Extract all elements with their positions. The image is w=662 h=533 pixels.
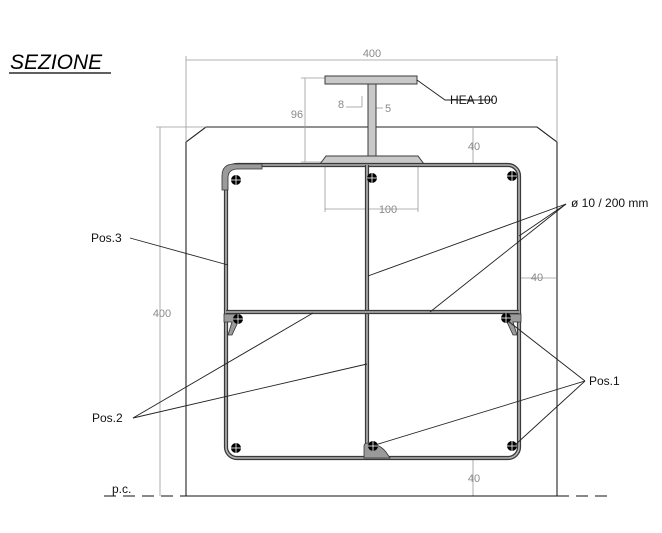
base-plate bbox=[319, 155, 425, 165]
hook-top-left bbox=[221, 163, 263, 191]
dim-cover-side-text: 40 bbox=[531, 272, 543, 284]
bar-dot bbox=[368, 441, 378, 451]
pos1-label: Pos.1 bbox=[589, 374, 620, 388]
drawing-title: SEZIONE bbox=[10, 51, 103, 74]
bar-dot bbox=[507, 441, 517, 451]
dim-web-text: 8 bbox=[338, 99, 344, 111]
hea-profile bbox=[319, 75, 425, 165]
bar-dot bbox=[367, 173, 377, 183]
hea-top-flange bbox=[324, 75, 418, 85]
dim-flange-text: 5 bbox=[385, 103, 391, 115]
dimension-overall-height: 400 bbox=[153, 126, 206, 496]
spacing-callout: ø 10 / 200 mm bbox=[367, 196, 648, 313]
dimension-plate-width: 100 bbox=[324, 165, 419, 216]
dimension-overall-width: 400 bbox=[185, 48, 558, 142]
dim-overall-width-text: 400 bbox=[363, 48, 381, 60]
pos3-callout: Pos.3 bbox=[91, 231, 229, 266]
dimension-cover-bottom: 40 bbox=[468, 460, 480, 496]
dimension-cover-top: 40 bbox=[468, 127, 480, 165]
dim-plate-width-text: 100 bbox=[379, 204, 397, 216]
dim-cover-bottom-text: 40 bbox=[468, 473, 480, 485]
bar-dot bbox=[501, 313, 511, 323]
hea-callout: HEA 100 bbox=[416, 79, 498, 107]
spacing-label: ø 10 / 200 mm bbox=[571, 196, 648, 210]
dim-overall-height-text: 400 bbox=[153, 308, 171, 320]
pos1-callout: Pos.1 bbox=[374, 320, 620, 446]
bar-dot bbox=[233, 314, 243, 324]
pos2-callout: Pos.2 bbox=[92, 312, 368, 425]
dim-cover-top-text: 40 bbox=[468, 141, 480, 153]
hea-web bbox=[367, 83, 377, 159]
bar-dot bbox=[231, 175, 241, 185]
dimension-cover-side: 40 bbox=[519, 272, 557, 284]
pos2-label: Pos.2 bbox=[92, 411, 123, 425]
bar-dot bbox=[231, 443, 241, 453]
dimension-web-flange: 8 5 bbox=[338, 96, 391, 120]
ground-level: p.c. bbox=[104, 482, 610, 497]
longitudinal-bars bbox=[231, 171, 517, 453]
hea-label: HEA 100 bbox=[450, 93, 498, 107]
dim-profile-depth-text: 96 bbox=[291, 109, 303, 121]
dimension-profile-depth: 96 bbox=[291, 77, 325, 163]
ground-label: p.c. bbox=[112, 482, 131, 496]
bar-dot bbox=[507, 171, 517, 181]
pos3-label: Pos.3 bbox=[91, 231, 122, 245]
